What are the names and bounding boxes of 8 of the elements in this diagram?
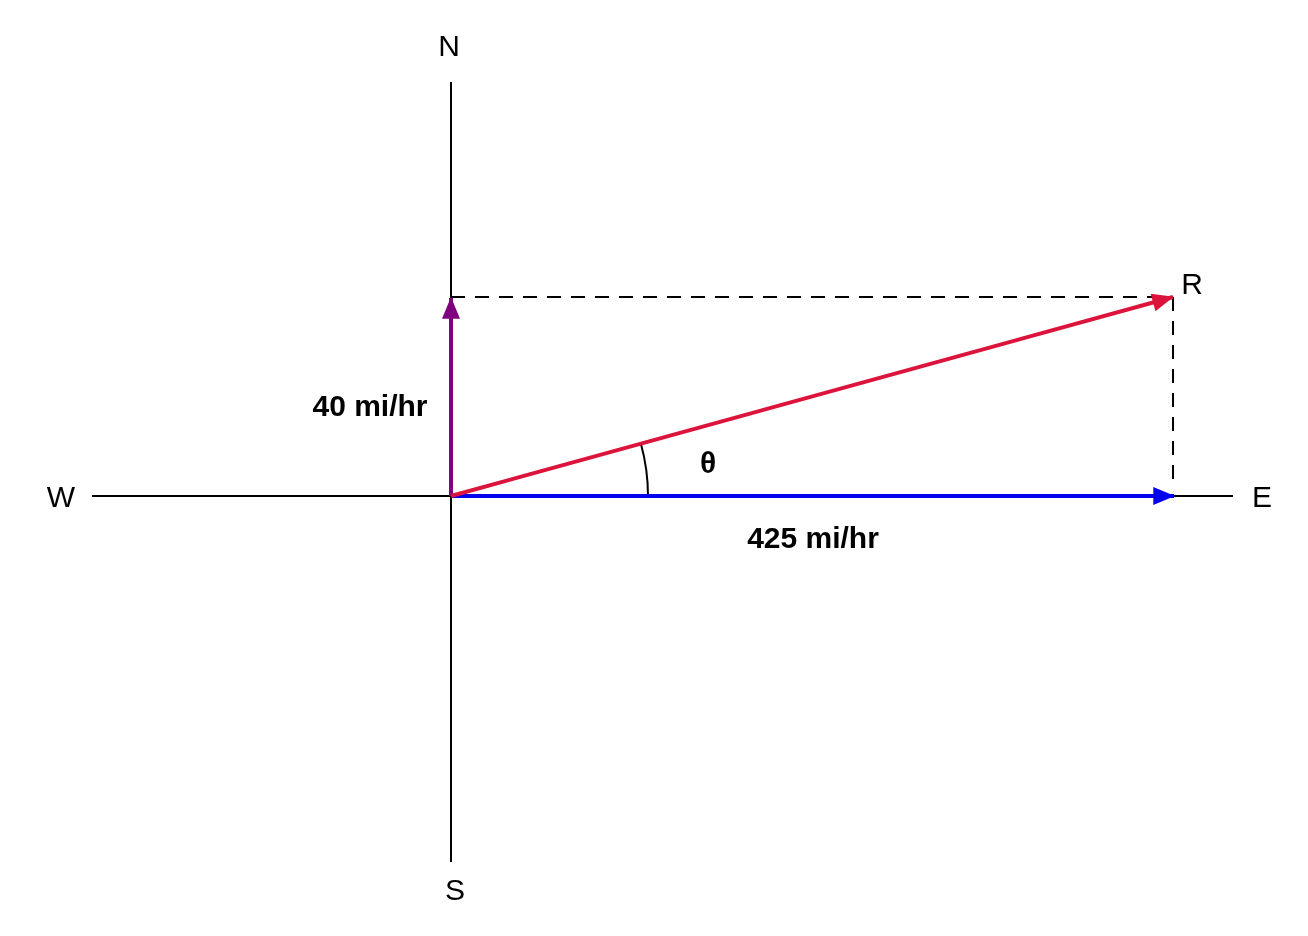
angle-label: θ bbox=[699, 448, 717, 478]
vector-label: R bbox=[1181, 269, 1203, 299]
direction-label: S bbox=[445, 875, 465, 905]
direction-label: N bbox=[438, 31, 460, 61]
direction-label: W bbox=[46, 482, 76, 512]
direction-label: E bbox=[1252, 482, 1272, 512]
speed-label: 425 mi/hr bbox=[747, 523, 879, 553]
speed-label: 40 mi/hr bbox=[312, 391, 428, 421]
